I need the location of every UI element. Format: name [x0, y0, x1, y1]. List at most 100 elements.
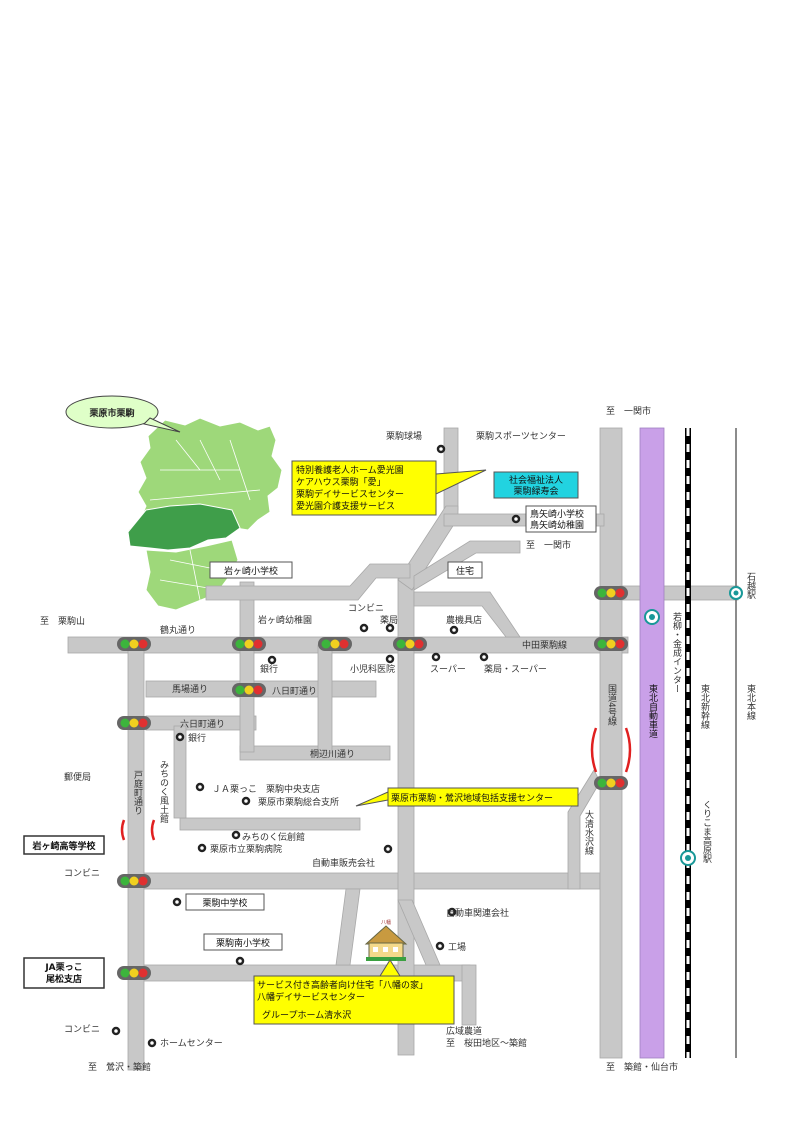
- pharmacy-super-label: 薬局・スーパー: [484, 663, 547, 675]
- corporation-box: 社会福祉法人 栗駒緑寿会: [493, 471, 579, 499]
- car-company-label: 自動車関連会社: [446, 907, 509, 919]
- car-dealer-label: 自動車販売会社: [312, 857, 375, 869]
- ja-branch-label: ＪＡ栗っこ 栗駒中央支店: [212, 783, 320, 795]
- bank1-label: 銀行: [260, 663, 278, 675]
- road-yokamachi-label: 八日町通り: [272, 686, 317, 697]
- facility-line-1: 特別養護老人ホーム愛光園: [296, 464, 404, 476]
- support-center-text: 栗原市栗駒・鶯沢地域包括支援センター: [391, 792, 553, 804]
- traffic-light: [232, 683, 266, 697]
- traffic-light: [594, 586, 628, 600]
- road-kiribe: [239, 745, 391, 761]
- red-brackets: [120, 727, 632, 841]
- toriyazaki-school-label: 鳥矢崎小学校: [530, 508, 584, 520]
- road-west: [127, 644, 145, 1071]
- michinoku-hall-label: みちのく風土館: [158, 760, 169, 824]
- map-labels: 至 一関市 栗駒球場 栗駒スポーツセンター 至 一関市 至 栗駒山 岩ヶ崎幼稚園…: [40, 405, 756, 1073]
- iwagasaki-school-label: 岩ヶ崎小学校: [224, 565, 278, 577]
- home-center-label: ホームセンター: [160, 1038, 223, 1049]
- facility-line-4: 愛光園介護支援サービス: [296, 500, 395, 512]
- dir-south-uguisuzawa: 至 鶯沢・築館: [88, 1061, 151, 1073]
- expressway: [639, 427, 665, 1059]
- traffic-light: [393, 637, 427, 651]
- road-vsmall: [173, 725, 187, 819]
- baseball-label: 栗駒球場: [386, 430, 422, 442]
- housing-callout: サービス付き高齢者向け住宅「八幡の家」 八幡デイサービスセンター グループホーム…: [253, 959, 455, 1025]
- road-upper: [205, 563, 411, 601]
- sports-center-label: 栗駒スポーツセンター: [476, 430, 566, 442]
- traffic-light: [318, 637, 352, 651]
- corp-line-1: 社会福祉法人: [509, 474, 563, 486]
- road-muika-label: 六日町通り: [180, 718, 225, 730]
- roads: [67, 427, 739, 1071]
- post-label: 郵便局: [64, 771, 91, 783]
- south-school-label: 栗駒南小学校: [216, 937, 270, 949]
- road-route4-label: 国道4号線: [606, 684, 617, 726]
- supermarket-label: スーパー: [430, 664, 466, 675]
- ishikoshi-station-label: 石越駅: [745, 572, 756, 600]
- road-route4: [599, 427, 623, 1059]
- region-map: [127, 417, 283, 611]
- honsen-label: 東北本線: [745, 683, 756, 720]
- road-south1: [129, 872, 601, 890]
- corp-line-2: 栗駒緑寿会: [513, 485, 558, 497]
- factory-label: 工場: [448, 941, 466, 953]
- traffic-light: [117, 966, 151, 980]
- hospital-label: 栗原市立栗駒病院: [210, 843, 282, 855]
- traffic-light: [594, 637, 628, 651]
- shinkansen-label: 東北新幹線: [699, 683, 710, 729]
- pharmacy-label: 薬局: [380, 614, 398, 626]
- residence-label: 住宅: [456, 565, 474, 577]
- michinoku-densho-label: みちのく伝創館: [242, 831, 305, 843]
- traffic-light: [594, 776, 628, 790]
- convenience3-label: コンビニ: [64, 1024, 100, 1035]
- support-center-callout: 栗原市栗駒・鶯沢地域包括支援センター: [355, 787, 579, 807]
- road-diag-n: [397, 505, 459, 591]
- ja-oshimatsu-line-1: JA栗っこ: [44, 962, 82, 973]
- iwagasaki-kinder-label: 岩ヶ崎幼稚園: [258, 614, 312, 626]
- dir-mid-ichinoseki: 至 一関市: [526, 539, 571, 551]
- dir-west-kurikoma: 至 栗駒山: [40, 615, 85, 627]
- interchange-label: 若柳・金成インター: [671, 611, 682, 693]
- housing-line-2: 八幡デイサービスセンター: [257, 991, 365, 1003]
- high-school-label: 岩ヶ崎高等学校: [31, 840, 96, 852]
- road-tsurumaru-label: 鶴丸通り: [160, 624, 196, 636]
- region-callout: 栗原市栗駒: [65, 395, 181, 433]
- traffic-light: [117, 716, 151, 730]
- convenience1-label: コンビニ: [348, 603, 384, 614]
- housing-line-1: サービス付き高齢者向け住宅「八幡の家」: [257, 979, 428, 991]
- middle-school-label: 栗駒中学校: [202, 897, 247, 909]
- dir-south-tsukidate: 至 築館・仙台市: [606, 1061, 678, 1073]
- facility-callout: 特別養護老人ホーム愛光園 ケアハウス栗駒「愛」 栗駒デイサービスセンター 愛光園…: [291, 460, 487, 516]
- road-v246: [239, 581, 255, 753]
- road-north: [443, 427, 459, 511]
- kouiki-label: 広域農道: [446, 1025, 482, 1037]
- road-nakada-label: 中田栗駒線: [522, 639, 567, 651]
- kurikoma-station-label: くりこま高原駅: [701, 800, 712, 864]
- traffic-lights: [117, 586, 628, 980]
- road-ishikoshi: [619, 585, 739, 601]
- farm-store-label: 農機具店: [446, 614, 482, 626]
- traffic-light: [117, 874, 151, 888]
- expressway-label: 東北自動車道: [647, 683, 658, 739]
- poi-markers: [111, 444, 521, 1048]
- road-v322: [317, 644, 333, 754]
- road-kouiki: [461, 964, 477, 1026]
- road-baba-label: 馬場通り: [172, 683, 208, 695]
- boxed-labels: 岩ヶ崎小学校 住宅 鳥矢崎小学校 鳥矢崎幼稚園 岩ヶ崎高等学校 栗駒中学校 栗駒…: [23, 505, 597, 989]
- road-oshimizu-label: 大清水沢線: [583, 809, 594, 855]
- toriyazaki-kinder-label: 鳥矢崎幼稚園: [530, 519, 584, 531]
- road-diag-se: [397, 899, 441, 966]
- road-kiribe-label: 桐辺川通り: [310, 748, 355, 760]
- convenience2-label: コンビニ: [64, 868, 100, 879]
- road-diag-nw: [413, 540, 521, 591]
- railways: [685, 428, 737, 1058]
- facility-line-3: 栗駒デイサービスセンター: [296, 488, 404, 500]
- bank2-label: 銀行: [188, 732, 206, 744]
- road-todate-label: 戸庭町通り: [132, 770, 143, 815]
- road-diag-s: [335, 888, 361, 966]
- dir-sakurada: 至 桜田地区～築館: [446, 1037, 527, 1049]
- city-office-label: 栗原市栗駒総合支所: [258, 796, 339, 808]
- road-right-diag: [413, 591, 521, 638]
- dir-north-ichinoseki: 至 一関市: [606, 405, 651, 417]
